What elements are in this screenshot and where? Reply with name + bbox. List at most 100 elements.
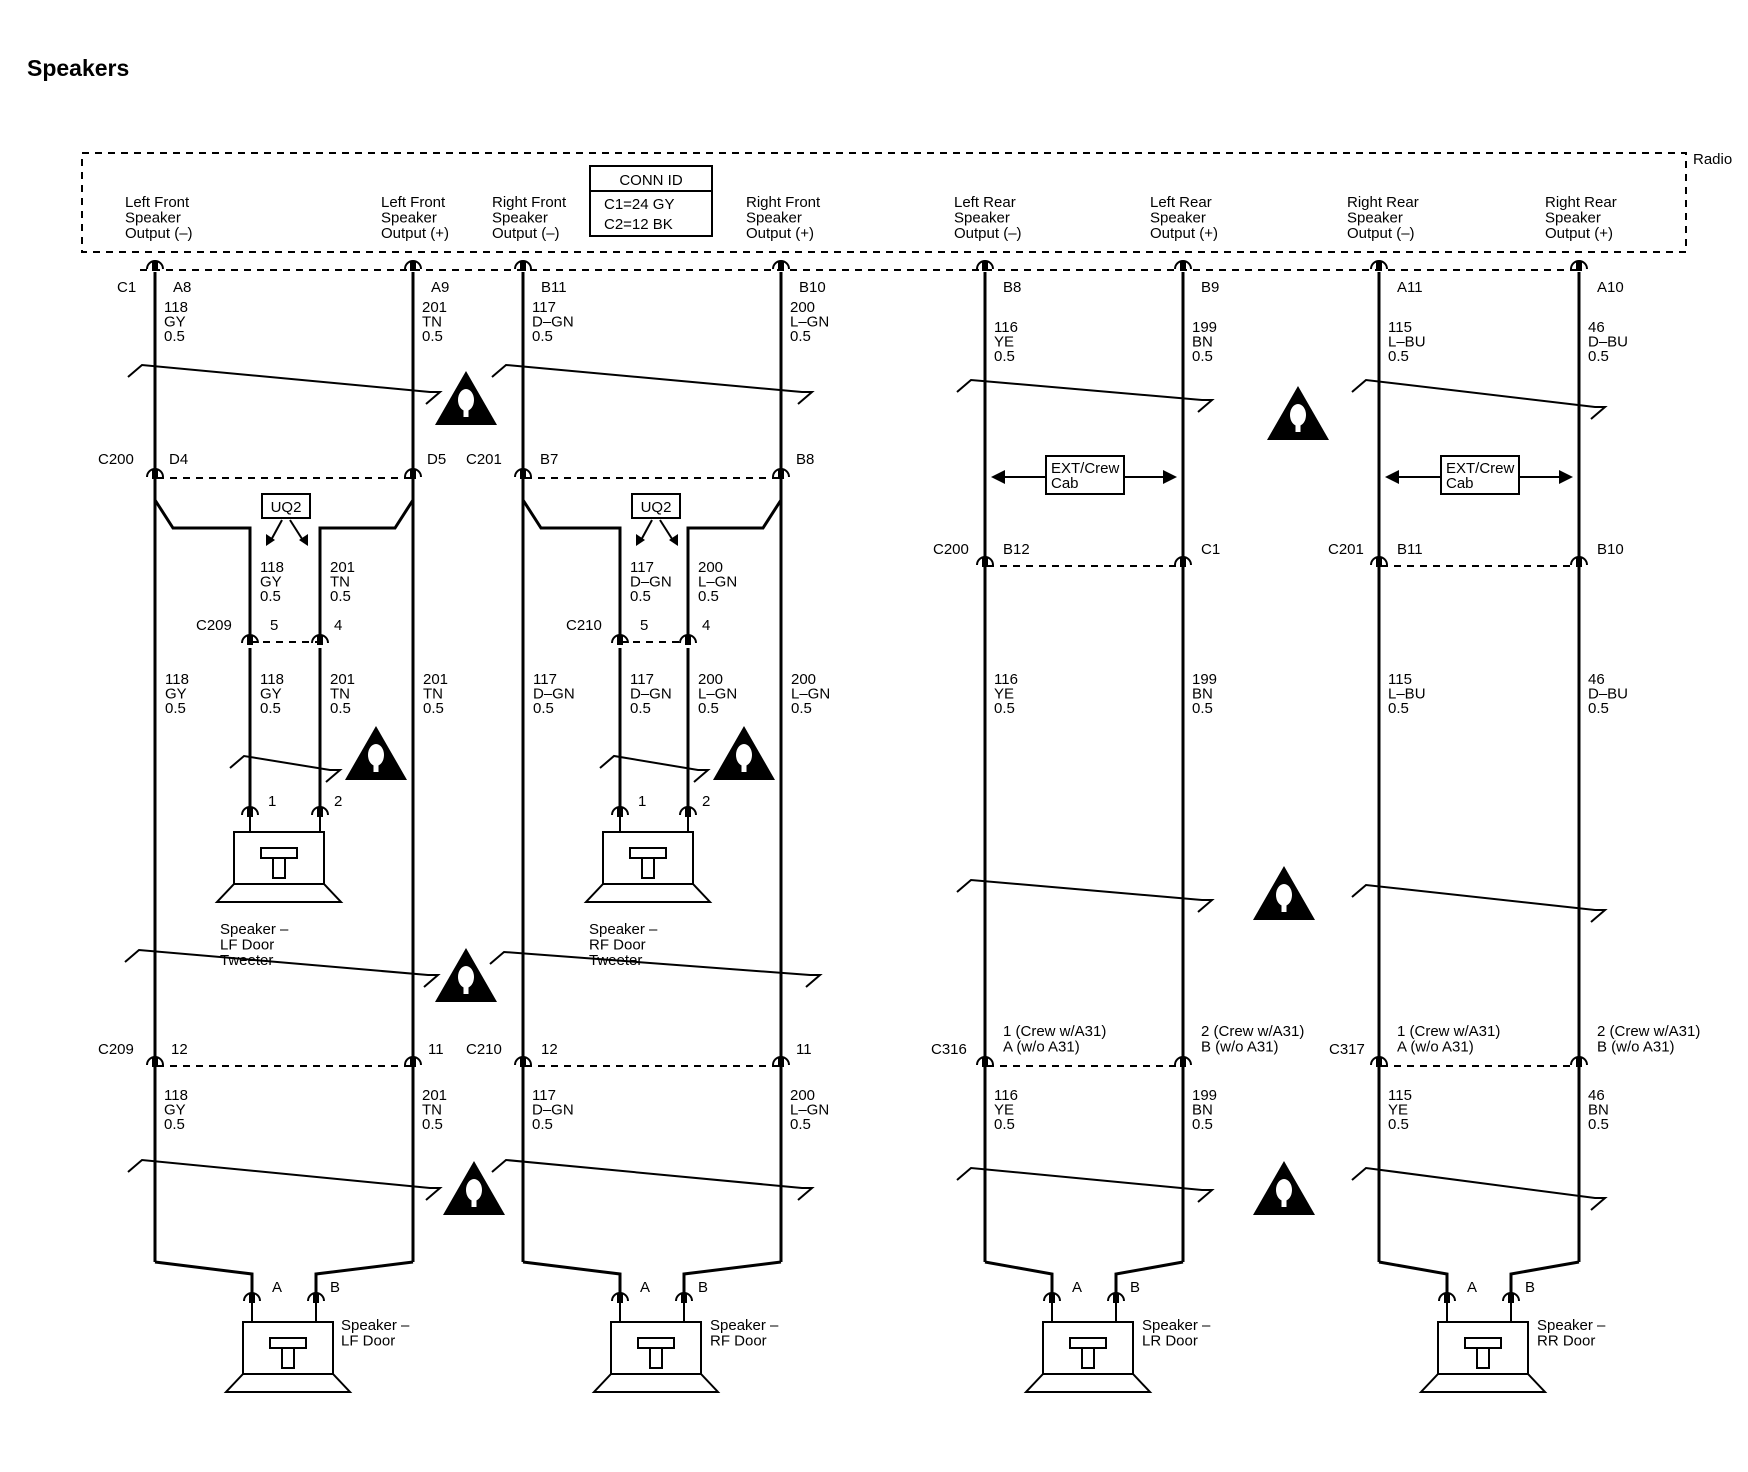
terminal-pin — [520, 469, 526, 479]
wire-break-line — [1351, 1166, 1608, 1211]
terminal-pin — [778, 1057, 784, 1067]
speaker-feed-wire — [1509, 1260, 1580, 1296]
terminal-pin — [1180, 557, 1186, 567]
wire-break-line — [127, 363, 443, 405]
connector-terminal — [611, 806, 629, 817]
caution-mark-stem — [1281, 904, 1287, 912]
terminal-pin — [152, 1057, 158, 1067]
c316-pin: 2 (Crew w/A31)B (w/o A31) — [1201, 1023, 1304, 1056]
connector-terminal — [976, 260, 994, 271]
tweeter-connector-label: C210 — [566, 617, 602, 634]
tweeter-feed-wire — [521, 499, 622, 640]
tweeter-speaker — [214, 831, 344, 903]
ext-crew-arrowhead — [991, 470, 1005, 484]
terminal-pin — [410, 261, 416, 271]
tweeter-speaker — [583, 831, 713, 903]
terminal-pin — [685, 635, 691, 645]
door-speaker — [1418, 1321, 1548, 1393]
connector-terminal — [976, 556, 994, 567]
connector-terminal — [1370, 260, 1388, 271]
conn-id-header: CONN ID — [619, 172, 683, 189]
c200-pin-d4: D4 — [169, 451, 188, 468]
c209-pin: 12 — [171, 1041, 188, 1058]
connector-terminal — [1370, 1056, 1388, 1067]
caution-icon — [713, 726, 775, 780]
connector-terminal — [1174, 1056, 1192, 1067]
connector-c1-label: C1 — [117, 279, 136, 296]
terminal-pin — [617, 635, 623, 645]
terminal-pin — [520, 261, 526, 271]
connector-terminal — [404, 1056, 422, 1067]
c201-rear-pin: B11 — [1397, 541, 1423, 558]
speaker-cone — [223, 1373, 353, 1393]
caution-mark — [458, 966, 474, 988]
connector-terminal — [241, 634, 259, 645]
terminal-pin — [1576, 261, 1582, 271]
terminal-pin — [247, 635, 253, 645]
caution-mark-stem — [373, 764, 379, 772]
caution-icon — [1267, 386, 1329, 440]
caution-icon — [345, 726, 407, 780]
connector-c201-rear-label: C201 — [1328, 541, 1364, 558]
radio-pin-3: B10 — [799, 279, 826, 296]
caution-icon — [1253, 1161, 1315, 1215]
connector-terminal — [976, 1056, 994, 1067]
terminal-pin — [982, 1057, 988, 1067]
uq2-option-box — [261, 493, 311, 519]
connector-terminal — [675, 1292, 693, 1303]
speaker-magnet — [1069, 1337, 1107, 1349]
terminal-pin — [1180, 261, 1186, 271]
terminal-pin — [1180, 1057, 1186, 1067]
caution-mark-stem — [741, 764, 747, 772]
connector-c317-label: C317 — [1329, 1041, 1365, 1058]
terminal-pin — [317, 807, 323, 817]
connector-c210-label: C210 — [466, 1041, 502, 1058]
terminal-pin — [1376, 557, 1382, 567]
c317-pin: 1 (Crew w/A31)A (w/o A31) — [1397, 1023, 1500, 1056]
c209-pin: 11 — [428, 1041, 444, 1058]
wire-break-line — [124, 948, 441, 988]
connector-terminal — [404, 468, 422, 479]
uq2-label: UQ2 — [271, 499, 302, 516]
c201-pin-b7: B7 — [540, 451, 558, 468]
speaker-feed-wire — [1378, 1260, 1449, 1296]
tweeter-pin-1: 1 — [638, 793, 646, 810]
speaker-pin-a: A — [1467, 1279, 1477, 1296]
caution-mark — [368, 744, 384, 766]
connector-terminal — [146, 1056, 164, 1067]
connector-terminal — [1570, 556, 1588, 567]
c200-rear-pin: B12 — [1003, 541, 1030, 558]
wire-break-line — [956, 378, 1215, 413]
terminal-pin — [410, 1057, 416, 1067]
speaker-feed-wire — [314, 1260, 414, 1296]
caution-icon — [443, 1161, 505, 1215]
connector-terminal — [772, 468, 790, 479]
tweeter-feed-wire — [318, 499, 415, 640]
connector-terminal — [243, 1292, 261, 1303]
tweeter-pin-2: 2 — [702, 793, 710, 810]
c316-pin: 1 (Crew w/A31)A (w/o A31) — [1003, 1023, 1106, 1056]
terminal-pin — [152, 261, 158, 271]
caution-icon — [435, 948, 497, 1002]
wire-break-line — [489, 950, 823, 988]
connector-terminal — [514, 260, 532, 271]
connector-terminal — [514, 1056, 532, 1067]
terminal-pin — [685, 807, 691, 817]
speaker-feed-wire — [1114, 1260, 1184, 1296]
tweeter-connector-pin: 5 — [640, 617, 648, 634]
